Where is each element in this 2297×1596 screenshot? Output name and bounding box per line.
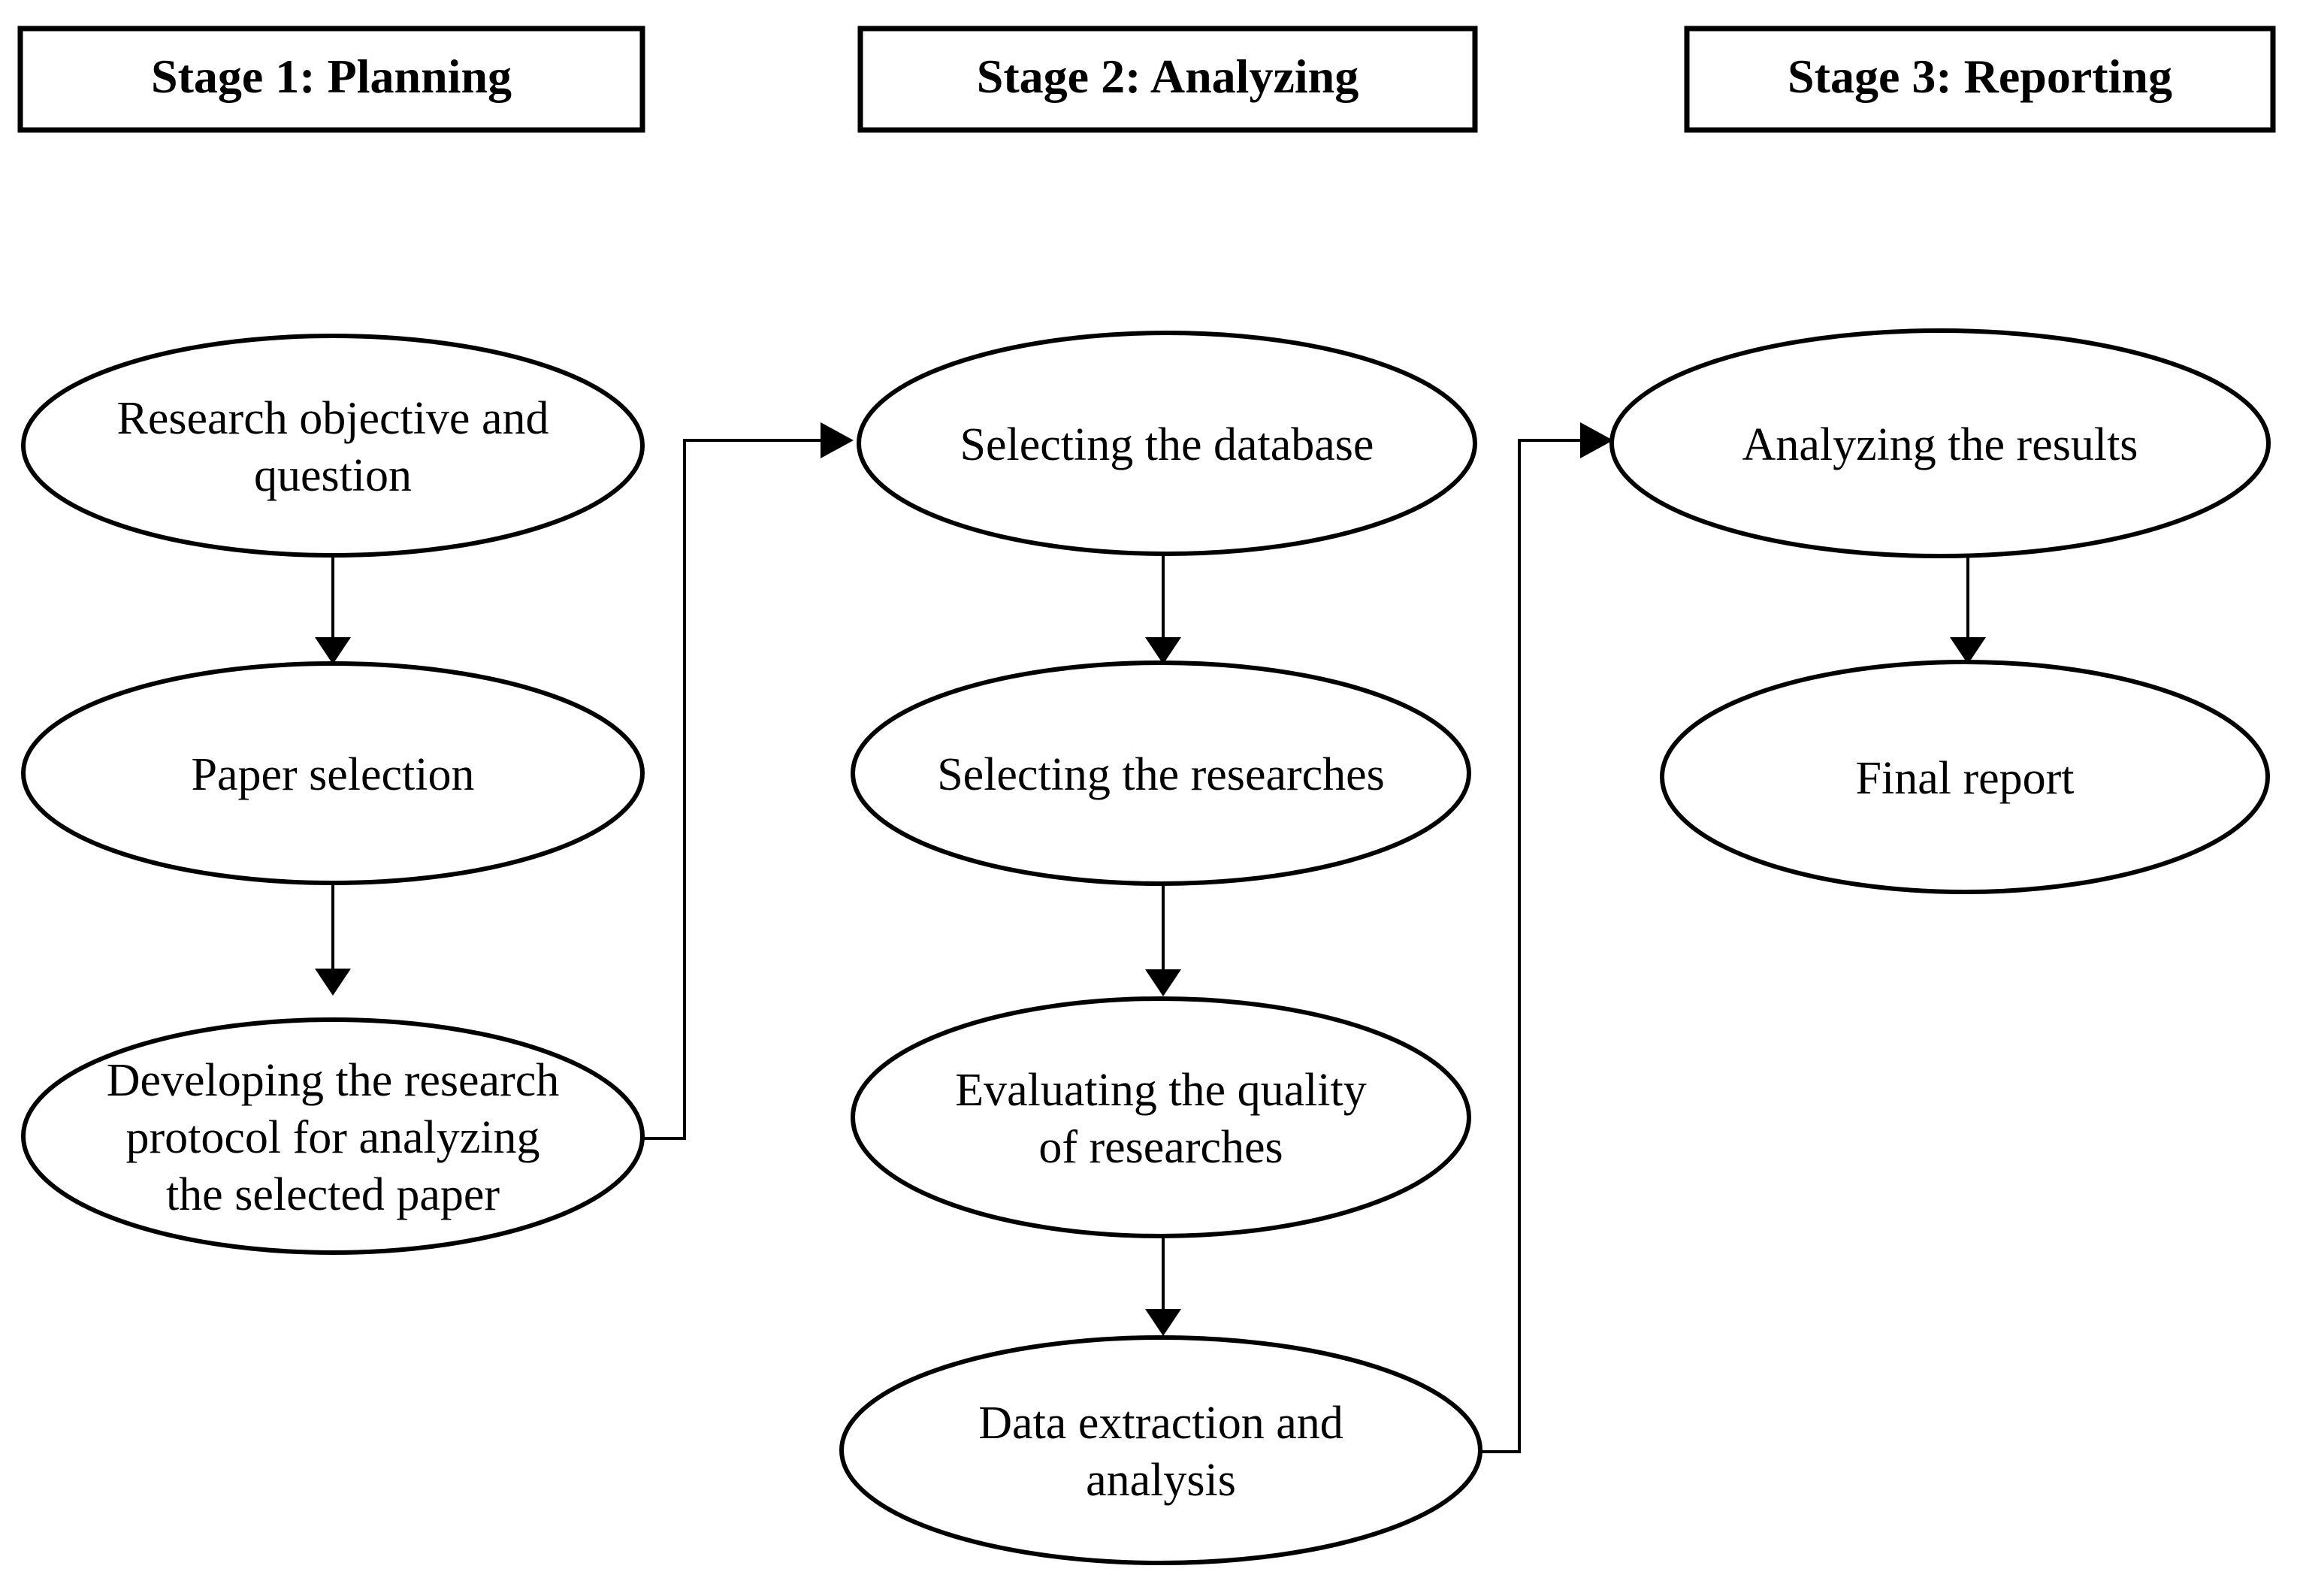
node-label-line: question — [254, 450, 412, 501]
arrowhead-icon — [315, 969, 351, 996]
stage-header-box — [1684, 26, 2276, 133]
arrowhead-icon — [1145, 637, 1181, 664]
stage-header-stage-2[interactable]: Stage 2: Analyzing — [857, 26, 1478, 133]
arrowhead-icon — [1145, 1309, 1181, 1336]
node-label-line: Final report — [1856, 753, 2075, 804]
stage-header-label: Stage 3: Reporting — [1788, 50, 2172, 103]
connector-selecting-researches-to-evaluating-quality — [1145, 884, 1181, 996]
stage-header-box — [857, 26, 1478, 133]
connector-developing-protocol-to-selecting-database — [642, 422, 854, 1140]
node-label-line: Data extraction and — [978, 1398, 1343, 1449]
node-label: Selecting the database — [960, 419, 1374, 470]
connector-evaluating-quality-to-data-extraction — [1145, 1236, 1181, 1336]
node-label: Data extraction and analysis — [978, 1398, 1343, 1506]
node-final-report[interactable]: Final report — [1660, 660, 2270, 894]
node-selecting-the-database[interactable]: Selecting the database — [857, 331, 1477, 556]
node-developing-the-research-protocol[interactable]: Developing the research protocol for anal… — [21, 1017, 645, 1255]
node-ellipse — [857, 331, 1477, 556]
node-ellipse — [851, 996, 1471, 1238]
arrowhead-icon — [1950, 637, 1986, 664]
node-label-line: analysis — [1086, 1455, 1236, 1506]
stage-header-box — [17, 26, 645, 133]
node-label-line: Selecting the database — [960, 419, 1374, 470]
node-label-line: Analyzing the results — [1742, 419, 2138, 470]
node-ellipse — [21, 1017, 645, 1255]
node-ellipse — [21, 661, 645, 885]
arrowhead-icon — [1580, 422, 1613, 458]
node-label-line: the selected paper — [166, 1169, 500, 1220]
node-label-line: Research objective and — [117, 393, 549, 444]
node-label: Final report — [1856, 753, 2075, 804]
connector-data-extraction-to-analyzing-results — [1477, 422, 1613, 1453]
arrowhead-icon — [315, 637, 351, 664]
node-label-line: Selecting the researches — [937, 749, 1385, 800]
node-label: Selecting the researches — [937, 749, 1385, 800]
stage-header-label: Stage 1: Planning — [151, 50, 512, 103]
connector-layer — [315, 422, 1986, 1453]
connector-research-objective-to-paper-selection — [315, 555, 351, 664]
node-research-objective-and-question[interactable]: Research objective and question — [21, 334, 645, 558]
node-ellipse — [21, 334, 645, 558]
node-label-line: protocol for analyzing — [126, 1112, 540, 1163]
stage-header-stage-3[interactable]: Stage 3: Reporting — [1684, 26, 2276, 133]
arrowhead-icon — [821, 422, 854, 458]
node-selecting-the-researches[interactable]: Selecting the researches — [851, 660, 1471, 886]
node-paper-selection[interactable]: Paper selection — [21, 661, 645, 885]
connector-analyzing-results-to-final-report — [1950, 556, 1986, 664]
node-ellipse — [1660, 660, 2270, 894]
node-label: Research objective and question — [117, 393, 549, 501]
node-label: Analyzing the results — [1742, 419, 2138, 470]
stage-header-stage-1[interactable]: Stage 1: Planning — [17, 26, 645, 133]
stage-header-label: Stage 2: Analyzing — [977, 50, 1359, 103]
node-ellipse — [851, 660, 1471, 886]
connector-selecting-database-to-selecting-researches — [1145, 554, 1181, 664]
node-ellipse — [839, 1335, 1482, 1565]
node-label: Paper selection — [191, 749, 474, 800]
arrowhead-icon — [1145, 969, 1181, 996]
node-label-line: Developing the research — [107, 1055, 560, 1106]
node-label-line: of researches — [1038, 1122, 1283, 1173]
node-label: Developing the research protocol for anal… — [107, 1055, 560, 1220]
node-label: Evaluating the quality of researches — [955, 1065, 1367, 1173]
node-label-line: Evaluating the quality — [955, 1065, 1367, 1116]
node-data-extraction-and-analysis[interactable]: Data extraction and analysis — [839, 1335, 1482, 1565]
connector-paper-selection-to-developing-protocol — [315, 883, 351, 996]
node-label-line: Paper selection — [191, 749, 474, 800]
connector-line — [1477, 439, 1583, 1453]
node-ellipse — [1609, 328, 2271, 558]
stage-header-boxes: Stage 1: Planning Stage 2: Analyzing Stage… — [17, 26, 2276, 133]
node-analyzing-the-results[interactable]: Analyzing the results — [1609, 328, 2271, 558]
connector-line — [642, 439, 824, 1140]
node-evaluating-the-quality-of-researches[interactable]: Evaluating the quality of researches — [851, 996, 1471, 1238]
